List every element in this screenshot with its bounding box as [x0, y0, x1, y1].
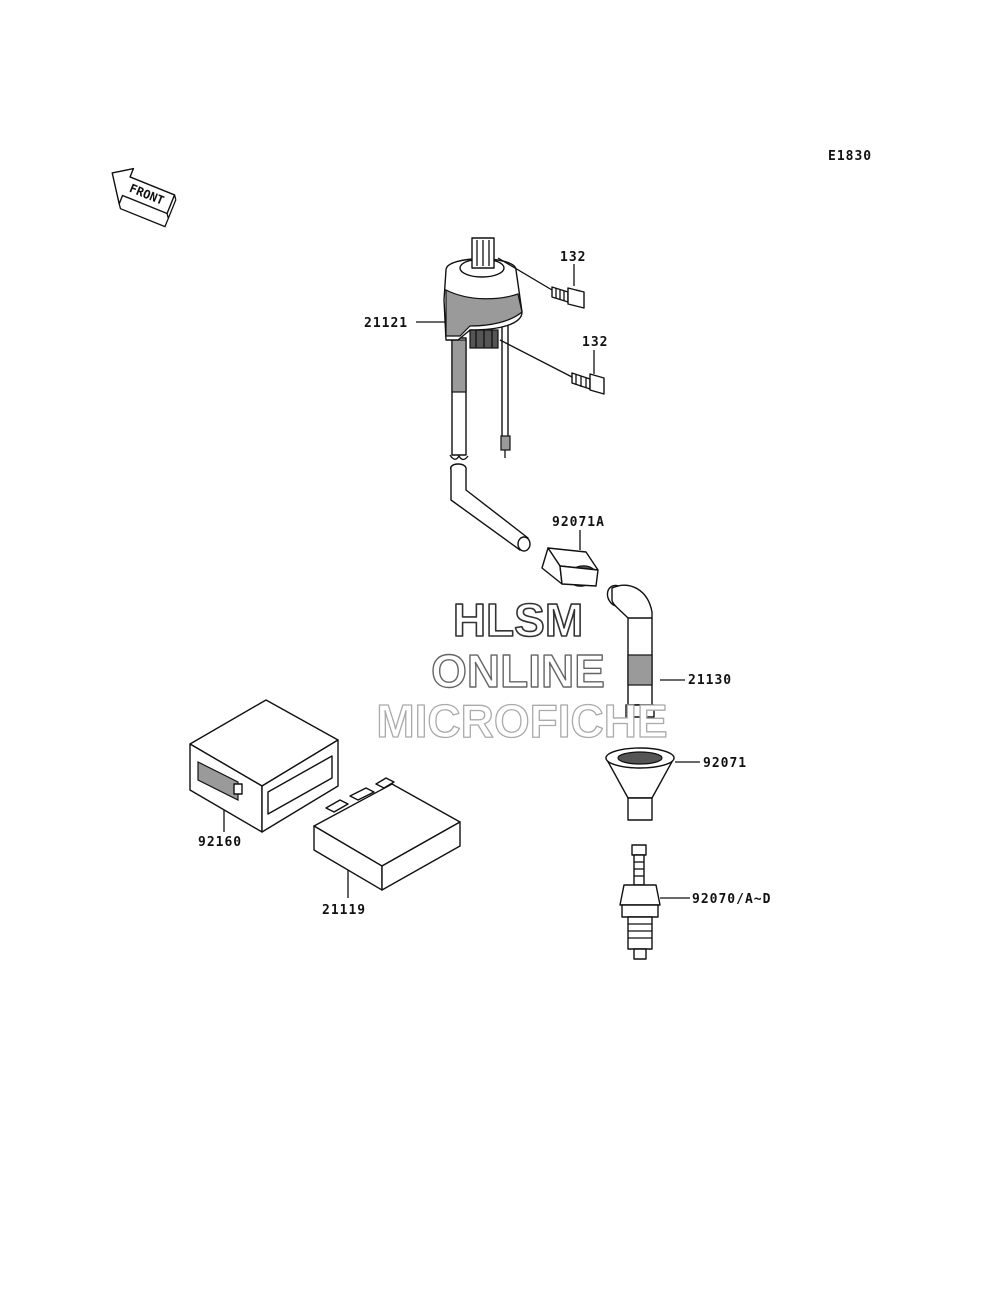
cap-lower: [605, 747, 675, 821]
callout-bolt-lower: 132: [582, 335, 608, 350]
watermark: HLSM ONLINE MICROFICHE: [376, 593, 669, 747]
bracket: [189, 699, 339, 833]
callout-plug-cap: 21130: [688, 673, 732, 688]
leader-lines: [223, 257, 700, 899]
callout-spark-plug: 92070/A~D: [692, 892, 771, 907]
spark-plug: [619, 844, 661, 960]
callout-ignition-coil: 21121: [364, 316, 408, 331]
plug-cap: [606, 584, 655, 718]
igniter: [313, 777, 461, 891]
cap-upper: [541, 547, 599, 587]
callout-bolt-upper: 132: [560, 250, 586, 265]
callout-cap-lower: 92071: [703, 756, 747, 771]
callout-bracket: 92160: [198, 835, 242, 850]
bolt-upper: [551, 286, 585, 309]
callout-cap-upper: 92071A: [552, 515, 605, 530]
callout-igniter: 21119: [322, 903, 366, 918]
bolt-lower: [571, 372, 605, 395]
watermark-line2: ONLINE: [431, 645, 605, 697]
watermark-line1: HLSM: [453, 594, 583, 646]
front-arrow-icon: FRONT: [111, 167, 177, 228]
watermark-line3: MICROFICHE: [376, 695, 667, 747]
ignition-coil: [443, 237, 531, 552]
diagram-id: E1830: [828, 149, 872, 164]
